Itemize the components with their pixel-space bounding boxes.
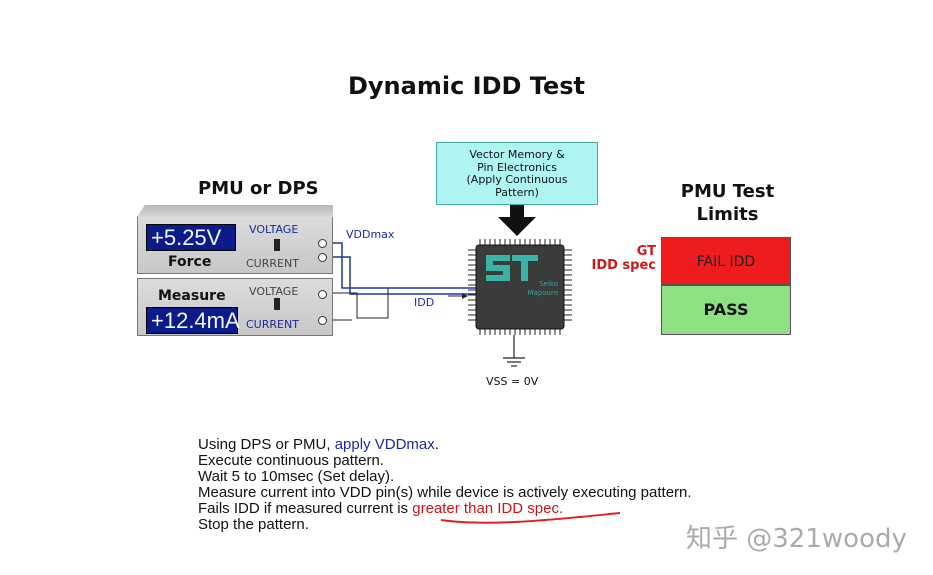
red-underline: [440, 512, 621, 524]
force-display: +5.25V: [146, 224, 236, 251]
st-logo: [486, 255, 538, 281]
vector-memory-box: Vector Memory & Pin Electronics (Apply C…: [436, 142, 598, 205]
vss-label: VSS = 0V: [486, 375, 539, 388]
sense-wire-1: [326, 288, 389, 319]
step-4: Measure current into VDD pin(s) while de…: [198, 484, 692, 501]
measure-jack-1: [318, 290, 327, 299]
pass-box: PASS: [661, 285, 791, 335]
force-unit-top: [137, 205, 333, 217]
force-mode-switch[interactable]: [274, 239, 280, 251]
fail-idd-box: FAIL IDD: [661, 237, 791, 285]
force-jack-2: [318, 253, 327, 262]
force-jack-1: [318, 239, 327, 248]
procedure-steps: Using DPS or PMU, apply VDDmax. Execute …: [198, 437, 692, 533]
greater-than-spec-text: greater than IDD spec.: [412, 500, 564, 517]
measure-jack-2: [318, 316, 327, 325]
chip-text: Seiko Mapouro: [527, 280, 559, 297]
step-6: Stop the pattern.: [198, 516, 309, 533]
gt-idd-spec-label: GT IDD spec: [591, 244, 656, 273]
chip-pins: [468, 239, 572, 335]
measure-label: Measure: [158, 288, 226, 304]
watermark: 知乎 @321woody: [686, 524, 907, 554]
measure-mode-switch[interactable]: [274, 298, 280, 310]
page-title: Dynamic IDD Test: [347, 72, 585, 100]
measure-voltage-label: VOLTAGE: [249, 285, 299, 298]
idd-wire: [328, 256, 476, 295]
limits-title: PMU Test Limits: [680, 181, 775, 225]
ground-symbol: [503, 335, 525, 367]
step-2: Execute continuous pattern.: [198, 452, 384, 469]
pmu-title: PMU or DPS: [198, 178, 319, 199]
vddmax-label: VDDmax: [346, 228, 395, 241]
vdd-wire: [326, 242, 476, 289]
force-label: Force: [168, 254, 212, 270]
force-current-label: CURRENT: [246, 257, 299, 270]
force-voltage-label: VOLTAGE: [249, 223, 299, 236]
vector-arrow: [498, 205, 536, 236]
apply-vddmax-text: apply VDDmax: [334, 436, 435, 453]
step-3: Wait 5 to 10msec (Set delay).: [198, 468, 395, 485]
measure-current-label: CURRENT: [246, 318, 299, 331]
step-5: Fails IDD if measured current is greater…: [198, 500, 564, 517]
step-1: Using DPS or PMU, apply VDDmax.: [198, 436, 439, 453]
idd-label: IDD: [414, 296, 435, 309]
measure-display: +12.4mA: [146, 307, 240, 334]
